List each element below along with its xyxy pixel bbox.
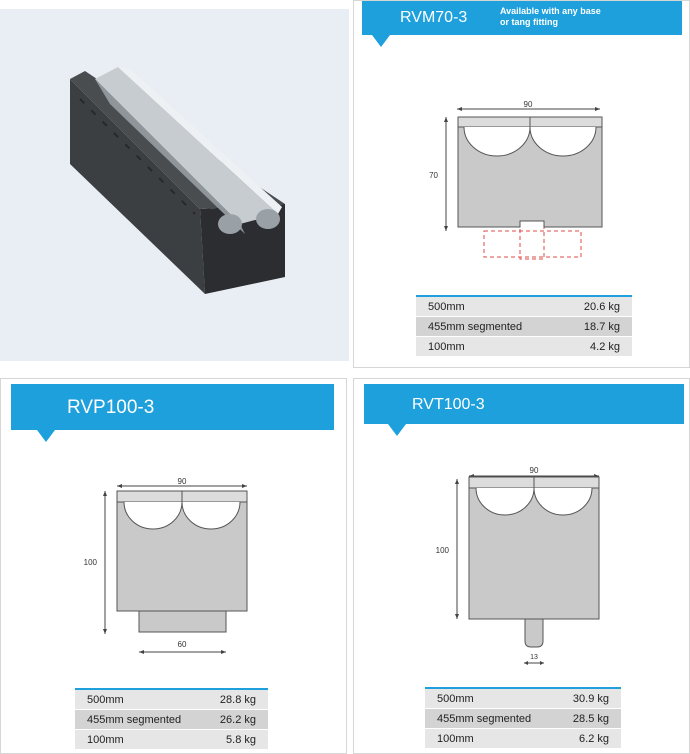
- weight-value: 18.7 kg: [583, 320, 620, 333]
- weights-table: 500mm 30.9 kg 455mm segmented 28.5 kg 100m…: [425, 687, 621, 749]
- weight-row: 455mm segmented 28.5 kg: [425, 709, 621, 729]
- weight-row: 500mm 30.9 kg: [425, 689, 621, 709]
- weight-row: 455mm segmented 26.2 kg: [75, 710, 268, 730]
- right-groove: [529, 126, 597, 157]
- left-groove: [123, 501, 183, 530]
- weight-value: 5.8 kg: [226, 733, 256, 746]
- weight-value: 20.6 kg: [583, 300, 620, 313]
- rvp100-drawing: 90 100 60: [84, 477, 248, 654]
- weight-value: 28.8 kg: [219, 693, 256, 706]
- right-groove: [533, 487, 593, 516]
- fitting-note-line2: or tang fitting: [500, 17, 558, 27]
- product-banner: RVM70-3 Available with any base or tang …: [362, 1, 682, 47]
- tang-dimension-label: 13: [530, 654, 538, 661]
- length-label: 500mm: [87, 693, 124, 706]
- weight-row: 455mm segmented 18.7 kg: [416, 317, 632, 337]
- length-label: 500mm: [437, 692, 474, 705]
- weight-value: 26.2 kg: [219, 713, 256, 726]
- right-groove: [181, 501, 241, 530]
- die-holder-illustration: [70, 67, 285, 294]
- length-label: 100mm: [437, 732, 474, 745]
- weight-row: 500mm 28.8 kg: [75, 690, 268, 710]
- banner-notch: [372, 35, 390, 47]
- product-title: RVM70-3: [400, 9, 468, 26]
- right-insert: [533, 476, 600, 489]
- right-insert: [529, 116, 603, 128]
- left-groove: [463, 126, 531, 157]
- left-insert: [116, 490, 183, 503]
- base-block: [138, 610, 227, 633]
- product-title: RVP100-3: [67, 397, 155, 418]
- optional-tang-outline: [519, 220, 545, 260]
- product-banner: RVT100-3: [364, 384, 684, 436]
- weight-row: 100mm 5.8 kg: [75, 730, 268, 750]
- left-insert: [468, 476, 535, 489]
- weight-value: 28.5 kg: [572, 712, 609, 725]
- weights-table: 500mm 20.6 kg 455mm segmented 18.7 kg 100m…: [416, 295, 632, 357]
- width-dimension-label: 90: [524, 100, 533, 109]
- length-label: 455mm segmented: [87, 713, 182, 726]
- height-dimension-label: 70: [429, 171, 438, 180]
- length-label: 500mm: [428, 300, 465, 313]
- product-card-rvt100: RVT100-3 90 100 13 500mm 30.9 kg 455mm se…: [353, 378, 690, 754]
- weight-row: 100mm 6.2 kg: [425, 729, 621, 749]
- product-card-rvp100: RVP100-3 90 100 60 500mm 28.8 kg 455mm se…: [0, 378, 347, 754]
- fitting-note-line1: Available with any base: [500, 6, 601, 16]
- base-dimension-label: 60: [178, 640, 187, 649]
- tang: [524, 618, 544, 648]
- weight-value: 30.9 kg: [572, 692, 609, 705]
- length-label: 100mm: [428, 340, 465, 353]
- weight-row: 100mm 4.2 kg: [416, 337, 632, 357]
- rvm70-drawing: 90 70: [429, 100, 603, 260]
- left-insert: [457, 116, 531, 128]
- length-label: 100mm: [87, 733, 124, 746]
- height-dimension-label: 100: [84, 558, 98, 567]
- width-dimension-label: 90: [178, 477, 187, 486]
- banner-notch: [388, 424, 406, 436]
- banner-notch: [37, 430, 55, 442]
- right-insert: [181, 490, 248, 503]
- height-dimension-label: 100: [436, 546, 450, 555]
- width-dimension-label: 90: [530, 466, 539, 475]
- weight-value: 6.2 kg: [579, 732, 609, 745]
- rvt100-drawing: 90 100 13: [436, 466, 600, 665]
- length-label: 455mm segmented: [437, 712, 532, 725]
- weights-table: 500mm 28.8 kg 455mm segmented 26.2 kg 100m…: [75, 688, 268, 750]
- left-groove: [475, 487, 535, 516]
- product-banner: RVP100-3: [11, 384, 334, 442]
- product-photo: [0, 9, 349, 361]
- weight-row: 500mm 20.6 kg: [416, 297, 632, 317]
- length-label: 455mm segmented: [428, 320, 523, 333]
- product-title: RVT100-3: [412, 396, 485, 413]
- optional-base-outline: [483, 230, 582, 258]
- product-card-rvm70: RVM70-3 Available with any base or tang …: [353, 0, 690, 368]
- weight-value: 4.2 kg: [590, 340, 620, 353]
